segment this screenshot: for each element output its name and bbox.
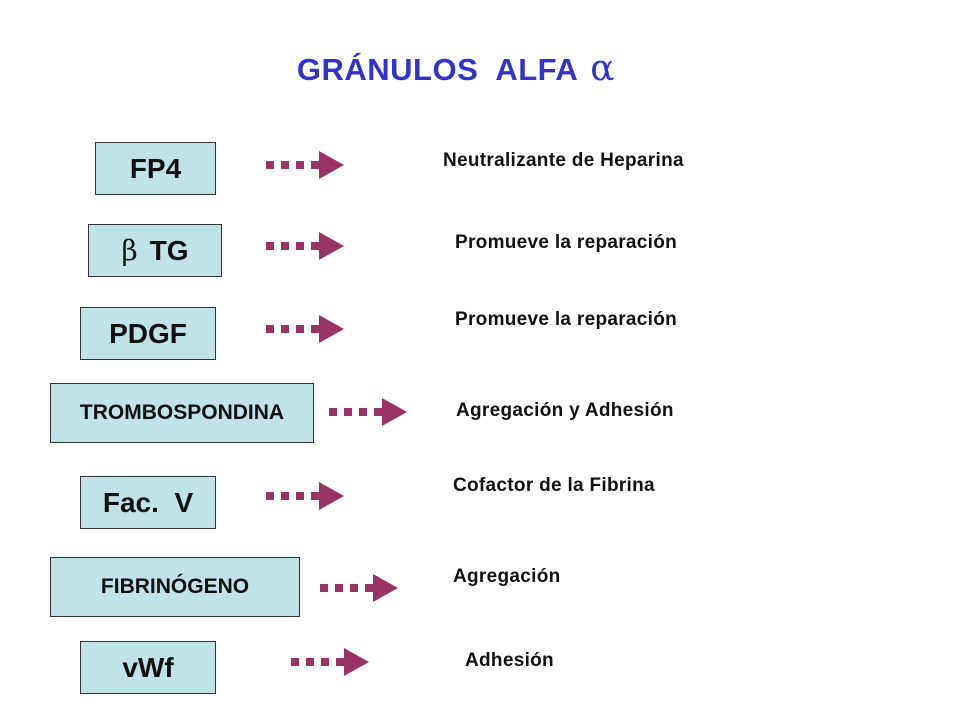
granule-box-fp4: FP4 bbox=[95, 142, 216, 195]
granule-box-vwf: vWf bbox=[80, 641, 216, 694]
beta-symbol: β bbox=[121, 234, 138, 267]
granule-box-fac-v: Fac. V bbox=[80, 476, 216, 529]
function-text-fibrinogeno: Agregación bbox=[453, 566, 561, 587]
dashed-arrow-icon bbox=[329, 398, 407, 426]
granule-label: FIBRINÓGENO bbox=[100, 575, 250, 598]
alpha-symbol: α bbox=[590, 48, 616, 89]
function-text-pdgf: Promueve la reparación bbox=[455, 309, 678, 330]
function-text-fac-v: Cofactor de la Fibrina bbox=[453, 475, 655, 496]
granule-label: TG bbox=[149, 234, 189, 266]
function-text-trombospondina: Agregación y Adhesión bbox=[456, 400, 674, 421]
dashed-arrow-icon bbox=[291, 648, 369, 676]
dashed-arrow-icon bbox=[266, 232, 344, 260]
granule-label: vWf bbox=[122, 651, 174, 683]
dashed-arrow-icon bbox=[320, 574, 398, 602]
granule-box-beta-tg: β TG bbox=[88, 224, 222, 277]
function-text-vwf: Adhesión bbox=[465, 650, 554, 671]
dashed-arrow-icon bbox=[266, 482, 344, 510]
granule-box-pdgf: PDGF bbox=[80, 307, 216, 360]
function-text-fp4: Neutralizante de Heparina bbox=[443, 150, 684, 171]
page-title: GRÁNULOS ALFA α bbox=[0, 48, 912, 89]
granule-label: FP4 bbox=[129, 152, 182, 184]
granule-label: Fac. V bbox=[102, 486, 194, 518]
title-text: GRÁNULOS ALFA bbox=[296, 52, 579, 87]
granule-box-fibrinogeno: FIBRINÓGENO bbox=[50, 557, 300, 617]
granule-label: PDGF bbox=[109, 317, 187, 349]
function-text-beta-tg: Promueve la reparación bbox=[455, 232, 678, 253]
dashed-arrow-icon bbox=[266, 315, 344, 343]
granule-box-trombospondina: TROMBOSPONDINA bbox=[50, 383, 314, 443]
granule-label: TROMBOSPONDINA bbox=[79, 401, 285, 424]
dashed-arrow-icon bbox=[266, 151, 344, 179]
